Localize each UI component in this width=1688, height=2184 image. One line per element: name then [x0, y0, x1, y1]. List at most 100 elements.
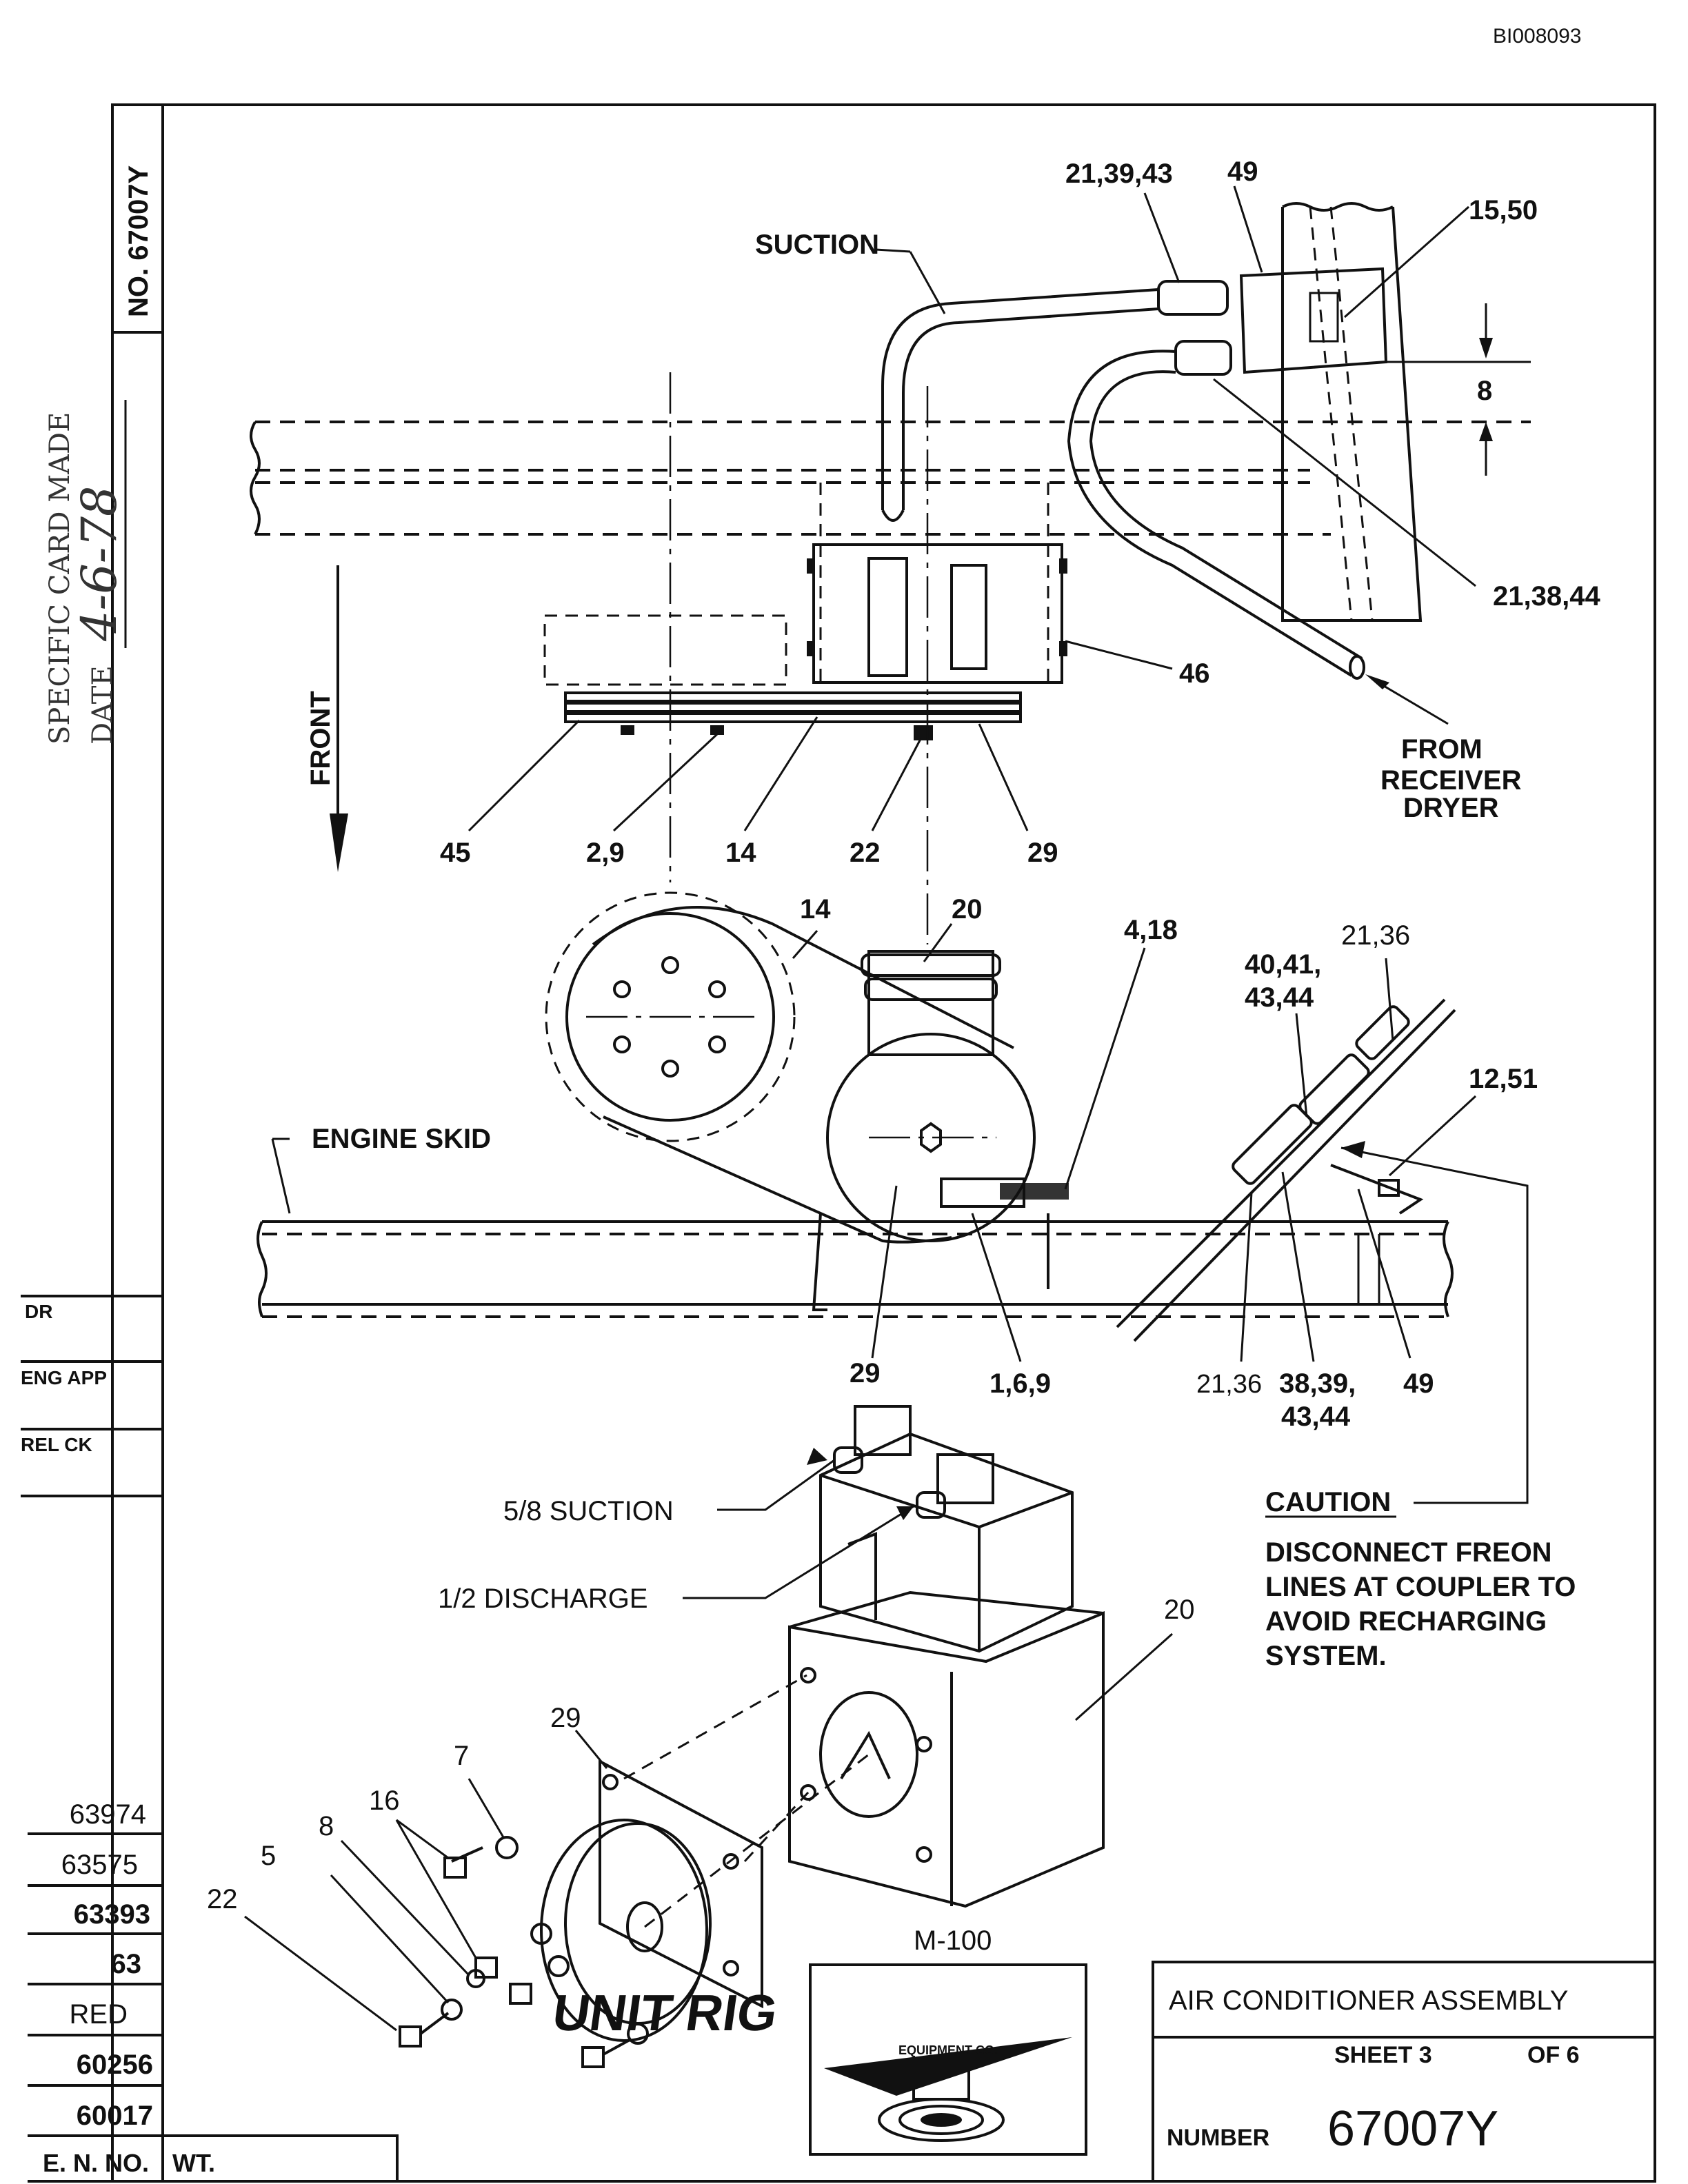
mount-bracket-left [812, 1213, 827, 1311]
pulley-hole-4 [708, 980, 726, 998]
callout-14a: 14 [725, 838, 756, 868]
leader-14b [792, 930, 818, 959]
bolt-2 [807, 641, 815, 656]
callout-8: 8 [1477, 376, 1492, 406]
pulley-hole-2 [661, 1060, 679, 1078]
callout-21-36-bot: 21,36 [1196, 1370, 1262, 1399]
compressor-head-block [819, 1432, 1074, 1653]
title-block: AIR CONDITIONER ASSEMBLY SHEET 3 OF 6 NU… [1152, 1961, 1656, 2183]
compressor-port-right [950, 564, 987, 670]
coupler-bolt [1378, 1179, 1400, 1197]
leader-16a [396, 1819, 449, 1859]
caution-line-4: SYSTEM. [1265, 1641, 1387, 1671]
signoff-dr: DR [25, 1301, 52, 1322]
caution-note: CAUTION DISCONNECT FREON LINES AT COUPLE… [1265, 1487, 1576, 1671]
leader-suction [875, 248, 911, 253]
callout-22a: 22 [850, 838, 881, 868]
explode-line-1 [623, 1674, 807, 1780]
callout-7: 7 [454, 1741, 469, 1771]
logo-ring-2 [898, 2105, 984, 2135]
revision-4: 63 [111, 1949, 142, 1979]
caution-line-2: LINES AT COUPLER TO [1265, 1572, 1576, 1602]
bracket-break [1282, 202, 1394, 212]
belt-plate-2 [564, 702, 1022, 713]
callout-38-39: 38,39, [1279, 1368, 1356, 1399]
callout-21-39-43: 21,39,43 [1065, 159, 1173, 189]
logo-vehicle [912, 2067, 970, 2101]
leader-1-6-9 [971, 1213, 1022, 1362]
drawing-border [111, 103, 1656, 2183]
compressor-shaft-boss [819, 1691, 918, 1818]
receiver-arrowhead [1365, 674, 1389, 689]
discharge-line-end [1349, 655, 1365, 680]
side-drawing-number: NO. 67007Y [123, 165, 154, 317]
signoff-block: DR ENG APP REL CK [21, 1295, 163, 1497]
wt-box [161, 2134, 399, 2183]
body-hole-4 [916, 1846, 932, 1863]
signoff-eng-app: ENG APP [21, 1367, 107, 1388]
compressor-head-top-edge [820, 1474, 1073, 1529]
callout-21-38-44: 21,38,44 [1493, 581, 1600, 611]
compressor-pulley [826, 1033, 1036, 1242]
callout-16: 16 [369, 1786, 400, 1816]
callout-21-36-top: 21,36 [1341, 920, 1410, 951]
logo-swoosh [824, 2037, 1072, 2096]
belt-upper [592, 906, 1014, 1049]
leader-21-36-top [1385, 958, 1394, 1042]
bolt-16-head-b [474, 1957, 498, 1979]
washer-5 [441, 1999, 463, 2021]
callout-2-9: 2,9 [586, 838, 625, 868]
coupler-body-3 [1355, 1005, 1410, 1060]
title-block-number-label: NUMBER [1167, 2125, 1269, 2151]
compressor-top-body [812, 543, 1063, 684]
plate-hole-3 [723, 1960, 739, 1976]
isometric-view: 5/8 SUCTION 1/2 DISCHARGE 20 29 7 16 8 5… [207, 1405, 1195, 2068]
discharge-12-arrowhead [896, 1506, 914, 1520]
callout-29b: 29 [850, 1358, 881, 1388]
plate-hole-1 [602, 1774, 619, 1790]
plate-hole-2 [723, 1853, 739, 1870]
callout-4-18: 4,18 [1124, 915, 1178, 945]
title-block-title: AIR CONDITIONER ASSEMBLY [1169, 1985, 1568, 2016]
callout-dryer: DRYER [1403, 793, 1499, 823]
leader-29c [574, 1730, 608, 1769]
caution-line-1: DISCONNECT FREON [1265, 1537, 1552, 1568]
title-block-of: OF 6 [1527, 2042, 1580, 2068]
pulley-hole-1 [661, 956, 679, 974]
callout-29a: 29 [1027, 838, 1058, 868]
logo-sub: EQUIPMENT CO. [898, 2043, 998, 2057]
engine-pulley [565, 912, 775, 1122]
bolt-3 [1059, 558, 1067, 574]
leader-21-38-44 [1213, 378, 1476, 587]
revision-1: 63974 [70, 1799, 146, 1830]
callout-45: 45 [440, 838, 471, 868]
pulley-mount-plate [599, 1759, 763, 2009]
leader-29a [978, 723, 1029, 831]
leader-21-39-43 [1143, 192, 1180, 283]
wt-label: WT. [172, 2149, 215, 2177]
leader-12-51 [1388, 1095, 1477, 1177]
skid-break-right [1443, 1221, 1454, 1317]
washer-8 [466, 1969, 485, 1988]
body-hole-3 [800, 1784, 816, 1801]
leader-5 [330, 1874, 450, 2004]
callout-20b: 20 [1164, 1595, 1195, 1625]
switch-detail [1309, 292, 1339, 343]
leader-38-39 [1281, 1171, 1315, 1362]
side-view: 14 20 4,18 21,36 40,41, 43,44 12,51 ENGI… [257, 891, 1538, 1504]
explode-line-3 [644, 1753, 870, 1928]
washer-16c [547, 1955, 570, 1977]
bolt-4 [1059, 641, 1067, 656]
leader-22b [244, 1915, 397, 2032]
leader-45 [468, 719, 581, 832]
document-id: BI008093 [1493, 25, 1581, 48]
engine-pulley-hidden [543, 614, 787, 686]
revision-5: RED [70, 1999, 128, 2030]
stamp-handwritten-date: 4-6-78 [71, 486, 128, 642]
body-hole-1 [800, 1667, 816, 1684]
suction-line-end [881, 509, 905, 522]
callout-1-6-9: 1,6,9 [989, 1368, 1051, 1399]
title-block-number: 67007Y [1327, 2101, 1498, 2156]
callout-12-51: 12,51 [1469, 1064, 1538, 1094]
